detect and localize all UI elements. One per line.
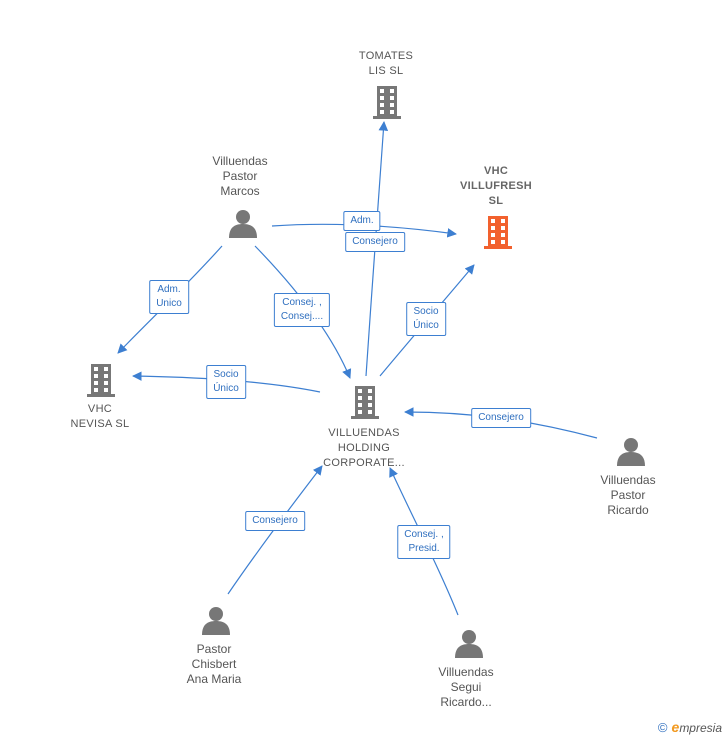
- node-label-ricardo[interactable]: Villuendas Pastor Ricardo: [600, 473, 656, 517]
- node-label-vhc-villufresh[interactable]: VHC VILLUFRESH SL: [459, 165, 533, 207]
- edge-label-consejero-ana[interactable]: Consejero: [245, 511, 305, 531]
- node-label-vhc-nevisa[interactable]: VHC NEVISA SL: [70, 403, 130, 430]
- edge-label-consejero-ricardo[interactable]: Consejero: [471, 408, 531, 428]
- edge-label-socio-unico-right[interactable]: Socio Único: [406, 302, 446, 336]
- node-label-tomates[interactable]: TOMATES LIS SL: [358, 50, 414, 77]
- edge-label-socio-unico-left[interactable]: Socio Único: [206, 365, 246, 399]
- node-label-ana-maria[interactable]: Pastor Chisbert Ana Maria: [186, 642, 242, 686]
- building-icon[interactable]: [87, 364, 115, 397]
- edge-label-adm-unico[interactable]: Adm. Unico: [149, 280, 189, 314]
- edge-label-adm[interactable]: Adm.: [343, 211, 381, 231]
- person-icon[interactable]: [617, 438, 645, 466]
- brand-logo: ©empresia: [658, 719, 722, 735]
- node-label-holding[interactable]: VILLUENDAS HOLDING CORPORATE...: [323, 427, 405, 469]
- person-icon[interactable]: [229, 210, 257, 238]
- brand-mark: e: [671, 719, 680, 735]
- person-icon[interactable]: [202, 607, 230, 635]
- edge-label-consejero-top[interactable]: Consejero: [345, 232, 405, 252]
- person-icon[interactable]: [455, 630, 483, 658]
- building-icon[interactable]: [373, 86, 401, 119]
- building-icon[interactable]: [484, 216, 512, 249]
- node-label-marcos[interactable]: Villuendas Pastor Marcos: [212, 154, 268, 198]
- brand-name: mpresia: [679, 721, 722, 735]
- node-label-segui[interactable]: Villuendas Segui Ricardo...: [438, 665, 494, 709]
- copyright-icon: ©: [657, 720, 668, 735]
- building-icon[interactable]: [351, 386, 379, 419]
- edge-label-consej-consej[interactable]: Consej. , Consej....: [273, 293, 331, 327]
- edge-label-consej-presid[interactable]: Consej. , Presid.: [397, 525, 451, 559]
